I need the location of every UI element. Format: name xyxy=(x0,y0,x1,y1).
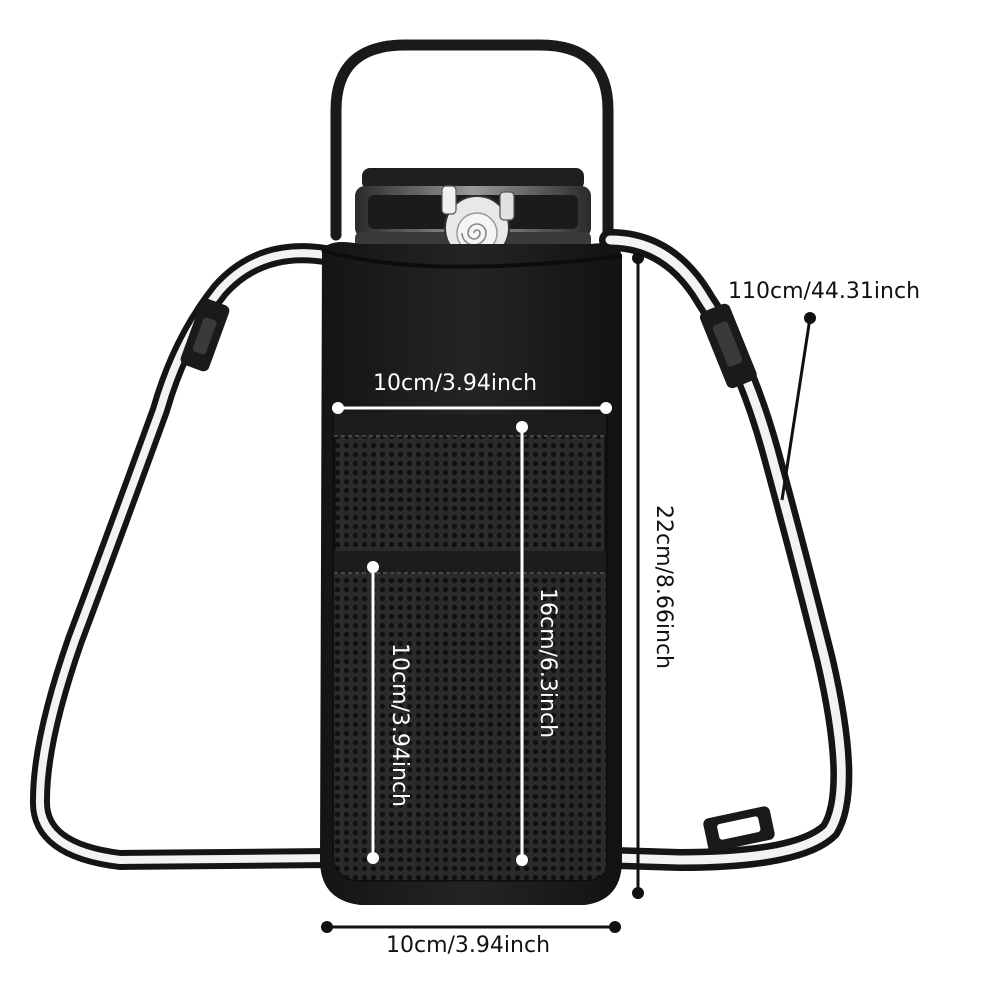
shoulder-strap xyxy=(30,229,853,871)
sleeve-height-label: 22cm/8.66inch xyxy=(651,504,676,670)
bottom-width-guide xyxy=(321,921,621,933)
large-pocket-height-guide xyxy=(516,421,528,866)
small-pocket-height-guide xyxy=(367,561,379,864)
bottle-handle xyxy=(330,39,614,241)
strap-adjuster-buckle xyxy=(703,806,775,852)
top-width-guide xyxy=(332,402,612,414)
small-pocket-height-label: 10cm/3.94inch xyxy=(387,642,412,808)
sleeve-height-guide xyxy=(632,252,644,899)
strap-buckle-left xyxy=(180,298,230,372)
top-width-label: 10cm/3.94inch xyxy=(373,371,538,396)
strap-length-guide xyxy=(780,312,816,501)
large-pocket-height-label: 16cm/6.3inch xyxy=(535,587,560,739)
bottom-width-label: 10cm/3.94inch xyxy=(386,933,551,958)
mesh-pocket-small xyxy=(334,551,606,880)
strap-buckle-right xyxy=(699,303,757,389)
strap-length-label: 110cm/44.31inch xyxy=(728,279,921,304)
